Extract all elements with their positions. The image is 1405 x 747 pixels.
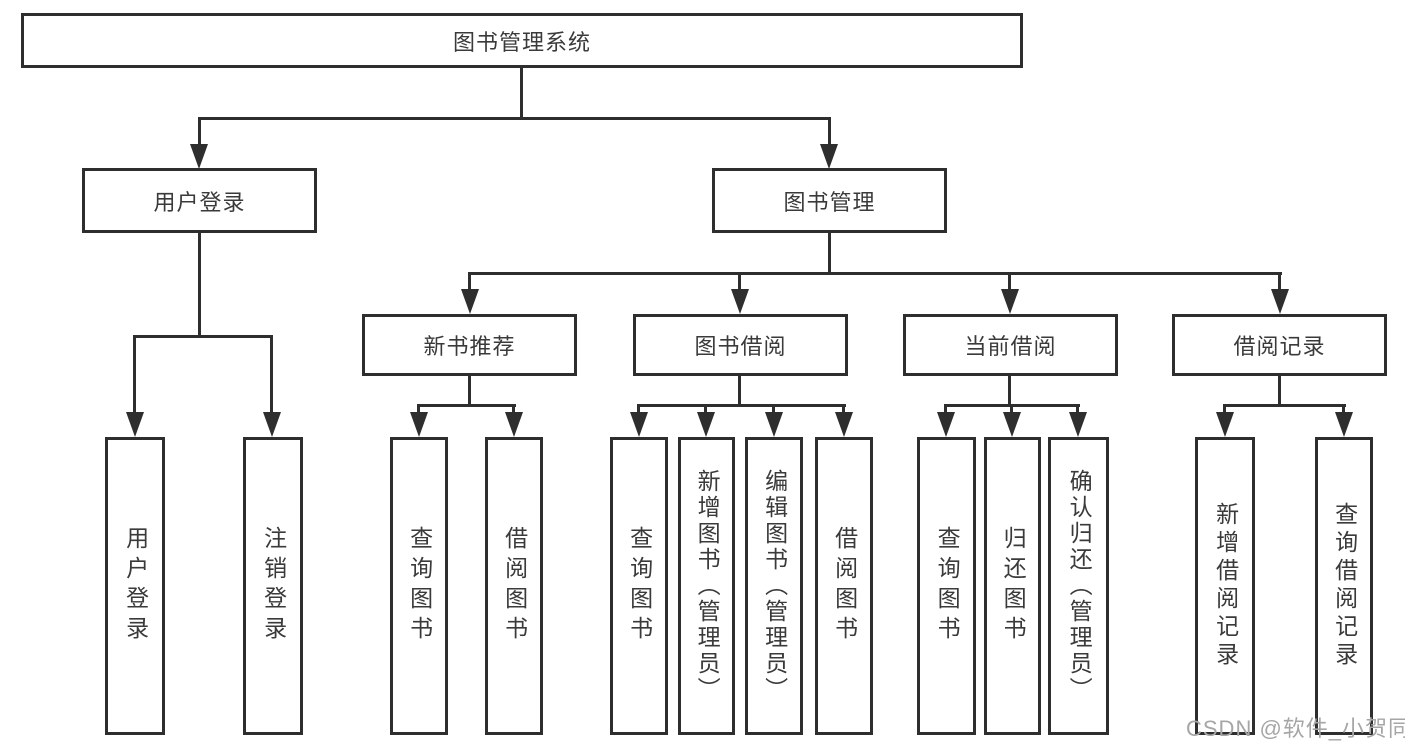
leaf-logout-label: 注销登录 bbox=[260, 526, 287, 646]
node-book-management: 图书管理 bbox=[712, 168, 947, 233]
node-user-login: 用户登录 bbox=[82, 168, 317, 233]
leaf-borrow-book-borrow-label: 借阅图书 bbox=[831, 526, 858, 646]
arrow-down-icon bbox=[1001, 289, 1019, 314]
node-current-borrow: 当前借阅 bbox=[903, 314, 1118, 376]
connector-current-borrow-stub bbox=[1008, 374, 1011, 407]
leaf-edit-book-admin-label: 编辑图书（管理员） bbox=[761, 469, 788, 703]
arrow-down-icon bbox=[820, 144, 838, 169]
arrow-down-icon bbox=[731, 289, 749, 314]
leaf-user-login-label: 用户登录 bbox=[122, 526, 149, 646]
connector-arrow-shaft-book-borrow bbox=[738, 272, 741, 292]
node-new-book-recommend: 新书推荐 bbox=[362, 314, 577, 376]
connector-new-book-stub bbox=[468, 374, 471, 407]
arrow-down-icon bbox=[1003, 412, 1021, 437]
connector-borrow-record-spread bbox=[1223, 404, 1346, 407]
leaf-logout: 注销登录 bbox=[243, 437, 303, 735]
node-user-login-label: 用户登录 bbox=[153, 189, 246, 215]
connector-book-borrow-stub bbox=[738, 374, 741, 407]
node-borrow-records: 借阅记录 bbox=[1172, 314, 1387, 376]
leaf-query-book-recommend: 查询图书 bbox=[390, 437, 448, 735]
leaf-borrow-book-recommend: 借阅图书 bbox=[485, 437, 543, 735]
leaf-query-book-borrow: 查询图书 bbox=[610, 437, 668, 735]
leaf-confirm-return-admin-label: 确认归还（管理员） bbox=[1066, 469, 1093, 703]
leaf-add-borrow-record-label: 新增借阅记录 bbox=[1212, 502, 1239, 670]
node-book-management-label: 图书管理 bbox=[783, 189, 876, 215]
arrow-down-icon bbox=[1271, 289, 1289, 314]
csdn-watermark: CSDN @软件_小贺同学 bbox=[1186, 716, 1405, 741]
arrow-down-icon bbox=[461, 289, 479, 314]
leaf-add-book-admin-label: 新增图书（管理员） bbox=[694, 469, 721, 703]
connector-book-mgmt-spread bbox=[468, 272, 1282, 275]
arrow-down-icon bbox=[765, 412, 783, 437]
connector-arrow-shaft bbox=[417, 404, 420, 416]
arrow-down-icon bbox=[630, 412, 648, 437]
connector-arrow-shaft-new-book bbox=[468, 272, 471, 292]
arrow-down-icon bbox=[410, 412, 428, 437]
node-book-borrow-label: 图书借阅 bbox=[694, 334, 787, 359]
connector-arrow-shaft bbox=[637, 404, 640, 416]
connector-arrow-shaft bbox=[1223, 404, 1226, 416]
node-new-book-recommend-label: 新书推荐 bbox=[423, 334, 516, 359]
leaf-add-borrow-record: 新增借阅记录 bbox=[1195, 437, 1255, 735]
leaf-query-borrow-record: 查询借阅记录 bbox=[1315, 437, 1373, 735]
connector-book-mgmt-stub bbox=[828, 231, 831, 275]
node-book-borrow: 图书借阅 bbox=[633, 314, 848, 376]
connector-root-spread bbox=[199, 117, 831, 120]
leaf-user-login: 用户登录 bbox=[105, 437, 165, 735]
connector-book-borrow-spread bbox=[637, 404, 846, 407]
connector-root-stub bbox=[520, 66, 523, 119]
leaf-query-book-recommend-label: 查询图书 bbox=[406, 526, 433, 646]
arrow-down-icon bbox=[835, 412, 853, 437]
node-library-system-label: 图书管理系统 bbox=[452, 29, 591, 55]
connector-arrow-shaft bbox=[704, 404, 707, 416]
arrow-down-icon bbox=[1069, 412, 1087, 437]
connector-arrow-shaft bbox=[1342, 404, 1345, 416]
arrow-down-icon bbox=[505, 412, 523, 437]
arrow-down-icon bbox=[697, 412, 715, 437]
arrow-down-icon bbox=[937, 412, 955, 437]
leaf-query-book-current-label: 查询图书 bbox=[934, 526, 961, 646]
arrow-down-icon bbox=[126, 412, 144, 437]
connector-arrow-shaft-leaf-user-login bbox=[133, 335, 136, 414]
leaf-return-book: 归还图书 bbox=[984, 437, 1041, 735]
node-current-borrow-label: 当前借阅 bbox=[964, 334, 1057, 359]
arrow-down-icon bbox=[190, 144, 208, 169]
arrow-down-icon bbox=[263, 412, 281, 437]
connector-arrow-shaft bbox=[512, 404, 515, 416]
leaf-return-book-label: 归还图书 bbox=[1000, 526, 1027, 646]
connector-arrow-shaft bbox=[772, 404, 775, 416]
connector-arrow-shaft bbox=[842, 404, 845, 416]
leaf-query-book-borrow-label: 查询图书 bbox=[626, 526, 653, 646]
node-library-system: 图书管理系统 bbox=[21, 13, 1023, 68]
connector-user-login-stub bbox=[198, 231, 201, 338]
connector-arrow-shaft-leaf-logout bbox=[270, 335, 273, 414]
connector-arrow-shaft bbox=[1076, 404, 1079, 416]
arrow-down-icon bbox=[1335, 412, 1353, 437]
connector-borrow-record-stub bbox=[1278, 374, 1281, 407]
leaf-query-borrow-record-label: 查询借阅记录 bbox=[1331, 502, 1358, 670]
leaf-query-book-current: 查询图书 bbox=[917, 437, 976, 735]
connector-arrow-shaft-book-mgmt bbox=[828, 117, 831, 147]
node-borrow-records-label: 借阅记录 bbox=[1233, 334, 1326, 359]
leaf-edit-book-admin: 编辑图书（管理员） bbox=[745, 437, 803, 735]
arrow-down-icon bbox=[1216, 412, 1234, 437]
connector-arrow-shaft bbox=[1010, 404, 1013, 416]
connector-arrow-shaft-user-login bbox=[198, 117, 201, 147]
connector-new-book-spread bbox=[417, 404, 516, 407]
leaf-confirm-return-admin: 确认归还（管理员） bbox=[1048, 437, 1109, 735]
leaf-borrow-book-borrow: 借阅图书 bbox=[815, 437, 873, 735]
connector-arrow-shaft-borrow-record bbox=[1278, 272, 1281, 292]
leaf-borrow-book-recommend-label: 借阅图书 bbox=[501, 526, 528, 646]
connector-user-login-spread bbox=[133, 335, 273, 338]
leaf-add-book-admin: 新增图书（管理员） bbox=[678, 437, 735, 735]
connector-arrow-shaft bbox=[944, 404, 947, 416]
connector-arrow-shaft-current-borrow bbox=[1008, 272, 1011, 292]
